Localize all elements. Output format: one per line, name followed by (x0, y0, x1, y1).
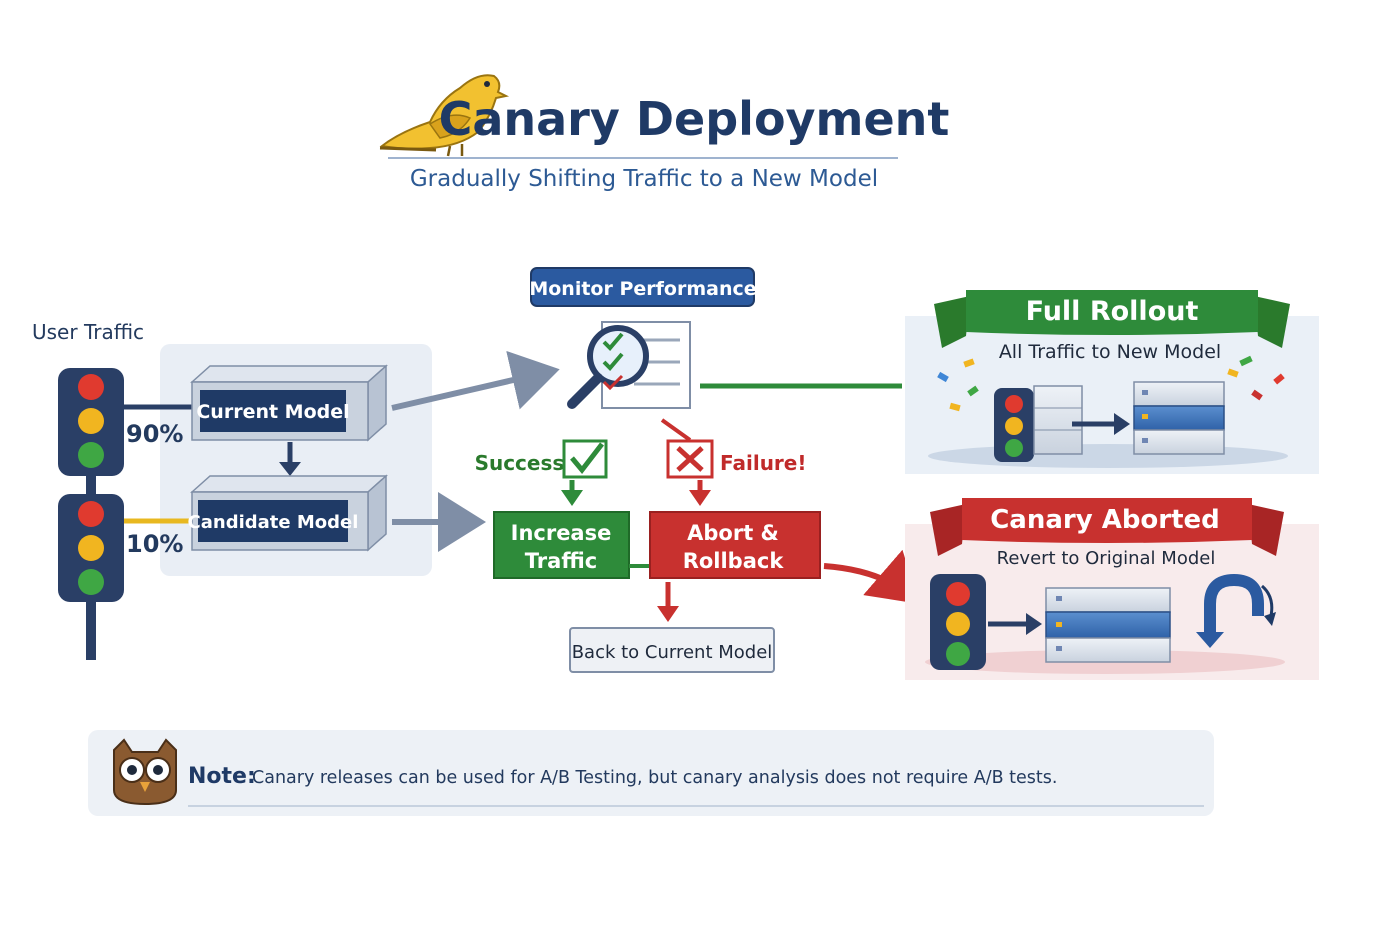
page-subtitle: Gradually Shifting Traffic to a New Mode… (410, 166, 878, 192)
full-rollout-banner (934, 290, 1290, 348)
traffic-light-icon (930, 574, 986, 670)
increase-traffic-line2: Traffic (525, 549, 597, 573)
user-traffic-label: User Traffic (32, 320, 144, 344)
increase-traffic-line1: Increase (511, 521, 612, 545)
monitor-performance-label: Monitor Performance (529, 278, 756, 300)
candidate-model-server (190, 474, 388, 552)
canary-aborted-subtitle: Revert to Original Model (997, 548, 1216, 569)
note-text: Canary releases can be used for A/B Test… (252, 768, 1057, 788)
current-traffic-percent: 90% (126, 420, 183, 448)
back-to-current-box (569, 627, 775, 673)
note-panel (88, 730, 1214, 816)
owl-icon (113, 738, 177, 806)
current-to-monitor-arrow (391, 350, 560, 411)
abort-rollback-line1: Abort & (687, 521, 779, 545)
traffic-light-icon (58, 494, 124, 602)
rollout-shadow (928, 444, 1288, 468)
canary-bird-icon (379, 74, 510, 157)
current-model-label: Current Model (196, 401, 349, 423)
page-title: Canary Deployment (439, 92, 950, 146)
new-server-icon (1133, 381, 1225, 455)
old-server-icon (1033, 385, 1083, 455)
magnifier-checklist-icon (567, 321, 691, 409)
canary-aborted-banner (930, 498, 1284, 556)
original-server-icon (1045, 587, 1171, 663)
full-rollout-title: Full Rollout (1026, 296, 1199, 327)
failure-arrowhead (689, 490, 711, 506)
abort-to-back-arrowhead (657, 606, 679, 622)
monitor-performance-badge (530, 267, 755, 307)
model-link-arrowhead (279, 462, 301, 476)
traffic-light-icon (58, 368, 124, 476)
aborted-arrowhead (1026, 613, 1042, 635)
current-model-server (190, 364, 388, 442)
candidate-model-label: Candidate Model (188, 512, 359, 533)
abort-rollback-line2: Rollback (683, 549, 785, 573)
traffic-light-icon (994, 388, 1034, 462)
confetti-icon (937, 355, 1285, 412)
full-rollout-subtitle: All Traffic to New Model (999, 341, 1221, 363)
abort-to-aborted-arrow (823, 549, 920, 604)
monitor-to-failure-line (660, 418, 692, 442)
abort-rollback-box (649, 511, 821, 579)
success-arrowhead (561, 490, 583, 506)
note-prefix: Note: (188, 764, 256, 789)
success-check-icon (562, 439, 608, 479)
canary-aborted-title: Canary Aborted (990, 505, 1220, 535)
failure-x-icon (666, 439, 714, 479)
back-to-current-label: Back to Current Model (572, 642, 773, 663)
success-label: Success! (475, 451, 574, 475)
u-turn-revert-icon (1196, 573, 1276, 648)
failure-label: Failure! (720, 451, 806, 475)
rollout-arrowhead (1114, 413, 1130, 435)
candidate-traffic-percent: 10% (126, 530, 183, 558)
increase-traffic-box (493, 511, 630, 579)
